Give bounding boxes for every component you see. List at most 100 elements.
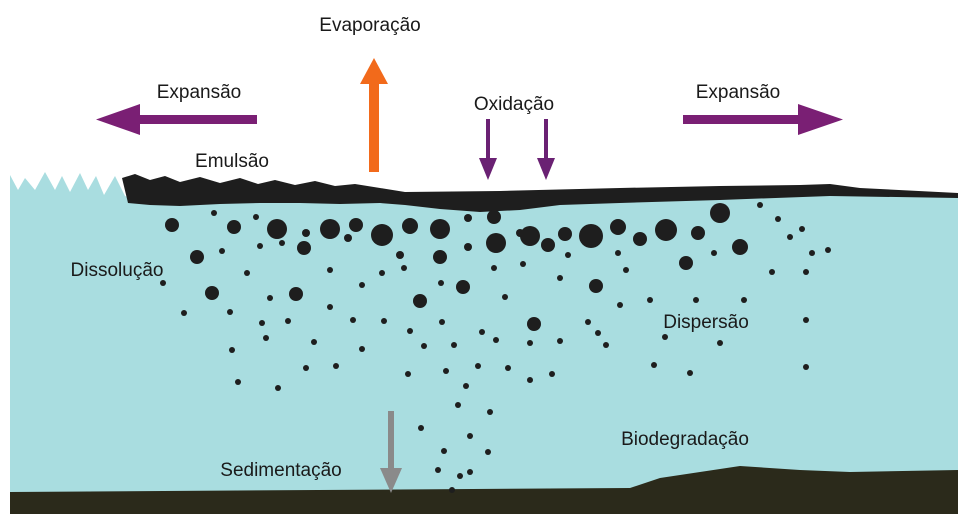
oil-droplet (486, 233, 506, 253)
oil-droplet (439, 319, 445, 325)
oil-droplet (227, 220, 241, 234)
oil-droplet (557, 275, 563, 281)
oil-droplet (741, 297, 747, 303)
oil-droplet (710, 203, 730, 223)
oil-droplet (527, 317, 541, 331)
oil-droplet (289, 287, 303, 301)
oil-droplet (421, 343, 427, 349)
label-evaporation: Evaporação (319, 15, 420, 36)
oil-droplet (662, 334, 668, 340)
oil-droplet (311, 339, 317, 345)
oil-droplet (263, 335, 269, 341)
oil-droplet (279, 240, 285, 246)
oil-droplet (541, 238, 555, 252)
oil-droplet (717, 340, 723, 346)
oil-droplet (527, 340, 533, 346)
oil-droplet (441, 448, 447, 454)
oil-droplet (595, 330, 601, 336)
oil-droplet (285, 318, 291, 324)
oil-droplet (803, 317, 809, 323)
oil-droplet (803, 364, 809, 370)
label-dissolution: Dissolução (71, 260, 164, 281)
oil-droplet (687, 370, 693, 376)
oil-droplet (787, 234, 793, 240)
oil-droplet (464, 214, 472, 222)
oil-droplet (565, 252, 571, 258)
oil-droplet (487, 409, 493, 415)
oil-droplet (303, 365, 309, 371)
expansion-left-arrow (96, 104, 257, 135)
oil-droplet (327, 304, 333, 310)
oxidation-arrow-2 (537, 119, 555, 180)
oil-droplet (359, 346, 365, 352)
oil-droplet (520, 226, 540, 246)
oil-droplet (449, 487, 455, 493)
oil-droplet (487, 210, 501, 224)
label-expansion-right: Expansão (696, 82, 781, 103)
oil-droplet (451, 342, 457, 348)
oil-droplet (297, 241, 311, 255)
oil-droplet (302, 229, 310, 237)
oil-droplet (405, 371, 411, 377)
oil-droplet (467, 469, 473, 475)
oil-droplet (211, 210, 217, 216)
oil-droplet (235, 379, 241, 385)
oil-droplet (443, 368, 449, 374)
oil-droplet (433, 250, 447, 264)
oil-droplet (456, 280, 470, 294)
oil-droplet (327, 267, 333, 273)
oil-droplet (464, 243, 472, 251)
oil-droplet (275, 385, 281, 391)
oil-droplet (349, 218, 363, 232)
oil-droplet (485, 449, 491, 455)
oil-droplet (757, 202, 763, 208)
label-oxidation: Oxidação (474, 94, 554, 115)
oil-droplet (679, 256, 693, 270)
oil-droplet (402, 218, 418, 234)
oil-droplet (585, 319, 591, 325)
oil-droplet (267, 219, 287, 239)
oil-droplet (775, 216, 781, 222)
oil-droplet (732, 239, 748, 255)
oil-droplet (227, 309, 233, 315)
oil-droplet (344, 234, 352, 242)
oil-droplet (475, 363, 481, 369)
expansion-right-arrow (683, 104, 843, 135)
label-emulsion: Emulsão (195, 151, 269, 172)
oil-droplet (181, 310, 187, 316)
oil-droplet (320, 219, 340, 239)
oil-droplet (520, 261, 526, 267)
oil-droplet (691, 226, 705, 240)
oil-droplet (809, 250, 815, 256)
oil-droplet (693, 297, 699, 303)
oil-droplet (467, 433, 473, 439)
oil-droplet (333, 363, 339, 369)
oil-droplet (803, 269, 809, 275)
oil-droplet (825, 247, 831, 253)
oil-droplet (267, 295, 273, 301)
oil-droplet (396, 251, 404, 259)
oil-droplet (413, 294, 427, 308)
oil-droplet (455, 402, 461, 408)
evaporation-arrow (360, 58, 388, 172)
oxidation-arrow-1 (479, 119, 497, 180)
oil-droplet (633, 232, 647, 246)
label-dispersion: Dispersão (663, 312, 749, 333)
oil-droplet (463, 383, 469, 389)
oil-droplet (165, 218, 179, 232)
oil-droplet (418, 425, 424, 431)
oil-droplet (401, 265, 407, 271)
oil-droplet (219, 248, 225, 254)
oil-droplet (190, 250, 204, 264)
oil-droplet (603, 342, 609, 348)
oil-droplet (623, 267, 629, 273)
oil-droplet (557, 338, 563, 344)
oil-droplet (253, 214, 259, 220)
oil-droplet (617, 302, 623, 308)
oil-droplet (558, 227, 572, 241)
oil-droplet (457, 473, 463, 479)
oil-droplet (549, 371, 555, 377)
oil-droplet (589, 279, 603, 293)
label-biodegradation: Biodegradação (621, 429, 749, 450)
